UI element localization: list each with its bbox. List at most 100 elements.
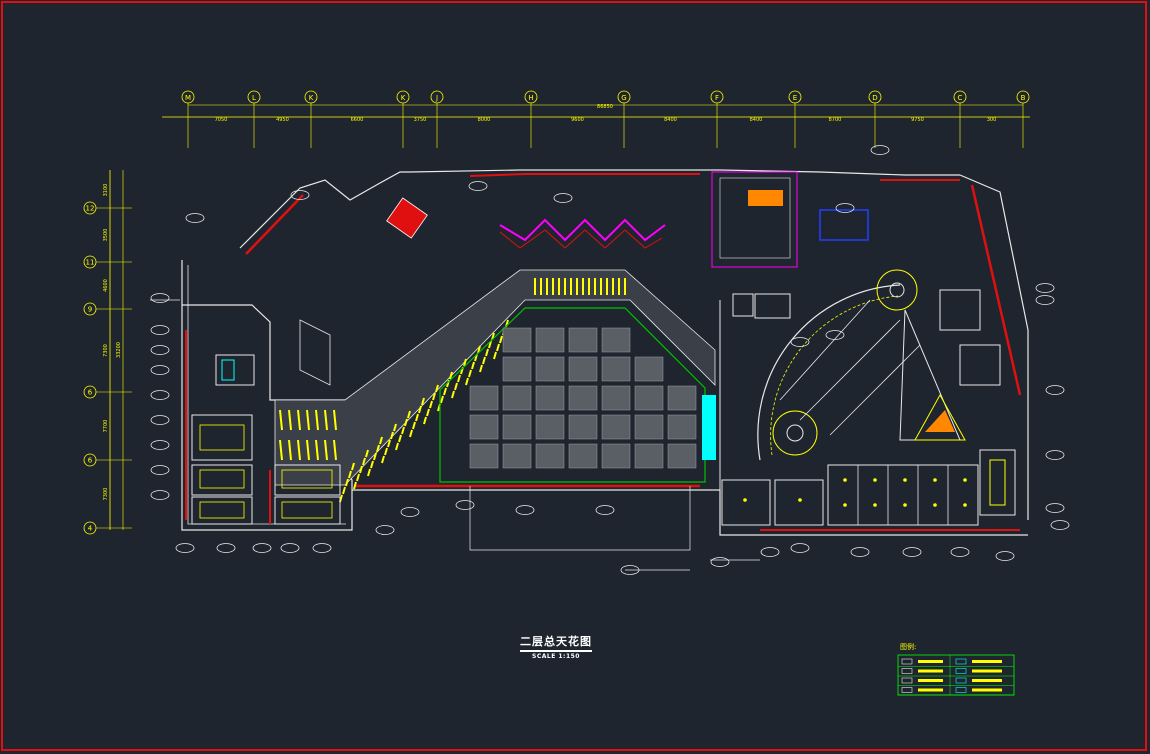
room-tag-icon: [175, 543, 195, 553]
leader-lines: [150, 299, 760, 571]
room-tag-icon: [850, 547, 870, 557]
linear-light: [306, 439, 310, 461]
central-hall: [439, 307, 716, 483]
row-label: 11: [86, 259, 95, 267]
room-tag-icon: [290, 190, 310, 200]
legend-symbol: [955, 687, 967, 693]
room-tag-icon: [252, 543, 272, 553]
linear-light: [482, 356, 486, 365]
room-tag-icon: [790, 543, 810, 553]
linear-light: [376, 444, 380, 453]
linear-light: [429, 400, 433, 409]
room-tag-icon: [595, 505, 615, 515]
dimension-label: 7700: [103, 420, 109, 433]
linear-light: [418, 405, 422, 414]
column-bubble-icon: [617, 90, 631, 104]
linear-light: [365, 449, 369, 458]
linear-light: [356, 473, 360, 482]
linear-light: [477, 345, 481, 354]
column-bubble-icon: [181, 90, 195, 104]
ceiling-tile: [502, 327, 532, 353]
dimension-total-label: 33200: [116, 342, 122, 358]
linear-light: [443, 387, 447, 396]
dimension-label: 3100: [103, 184, 109, 197]
legend-symbol: [955, 658, 967, 665]
linear-light: [367, 468, 371, 477]
row-bubble-icon: [83, 255, 97, 269]
legend-text-bar: [972, 679, 1002, 682]
drawing-scale: SCALE 1:150: [532, 653, 580, 660]
linear-light: [390, 431, 394, 440]
linear-light: [279, 409, 283, 431]
linear-light: [398, 434, 402, 443]
ceiling-tile: [634, 356, 664, 382]
downlight: [743, 498, 747, 502]
ceiling-tile: [535, 414, 565, 440]
column-bubble-icon: [430, 90, 444, 104]
ceiling-tile: [535, 385, 565, 411]
linear-light: [409, 429, 413, 438]
ceiling-tile: [469, 385, 499, 411]
column-bubble-icon: [868, 90, 882, 104]
corridor-band: [274, 218, 716, 503]
ceiling-tile: [568, 327, 598, 353]
column-label: E: [793, 94, 797, 102]
linear-light: [493, 351, 497, 360]
linear-light: [370, 460, 374, 469]
column-label: K: [309, 94, 314, 102]
ceiling-tile: [667, 443, 697, 469]
legend-text-bar: [918, 679, 943, 682]
row-label: 4: [88, 525, 93, 533]
dimension-label: 9600: [571, 117, 584, 123]
linear-light: [395, 442, 399, 451]
legend-symbol: [901, 687, 913, 693]
downlight: [903, 503, 907, 507]
row-label: 12: [86, 205, 95, 213]
linear-light: [333, 439, 337, 461]
room-tag-icon: [950, 547, 970, 557]
ceiling-tile: [667, 385, 697, 411]
ceiling-tile: [535, 327, 565, 353]
column-label: J: [435, 94, 438, 102]
room-tag-icon: [710, 557, 730, 567]
legend-symbol: [955, 677, 967, 684]
linear-light: [288, 409, 292, 431]
column-bubble-icon: [953, 90, 967, 104]
linear-light: [359, 465, 363, 474]
downlight: [963, 478, 967, 482]
linear-light: [401, 426, 405, 435]
ceiling-tile: [601, 327, 631, 353]
linear-light: [415, 413, 419, 422]
ceiling-tile: [634, 443, 664, 469]
downlight: [873, 503, 877, 507]
linear-light: [404, 418, 408, 427]
room-tag-icon: [870, 145, 890, 155]
linear-light: [421, 397, 425, 406]
dimension-label: 8000: [478, 117, 491, 123]
legend-symbol: [901, 658, 913, 665]
dimension-label: 8700: [829, 117, 842, 123]
column-bubble-icon: [304, 90, 318, 104]
column-bubble-icon: [524, 90, 538, 104]
downlight: [843, 478, 847, 482]
downlight-fixtures: [743, 478, 967, 507]
ceiling-tile: [601, 414, 631, 440]
linear-light: [412, 421, 416, 430]
room-tag-icon: [835, 203, 855, 213]
legend-text-bar: [972, 688, 1002, 692]
linear-light: [496, 343, 500, 352]
ceiling-tile-grid: [469, 327, 697, 469]
row-label: 9: [88, 306, 92, 314]
room-tag-icon: [455, 500, 475, 510]
room-tag-icon: [995, 551, 1015, 561]
column-bubble-icon: [247, 90, 261, 104]
dimension-label: 7050: [215, 117, 228, 123]
linear-light: [457, 374, 461, 383]
room-tag-icon: [150, 365, 170, 375]
linear-light: [348, 470, 352, 479]
room-tag-icon: [185, 213, 205, 223]
ceiling-tile: [634, 385, 664, 411]
dimension-label: 4950: [276, 117, 289, 123]
linear-light: [449, 371, 453, 380]
